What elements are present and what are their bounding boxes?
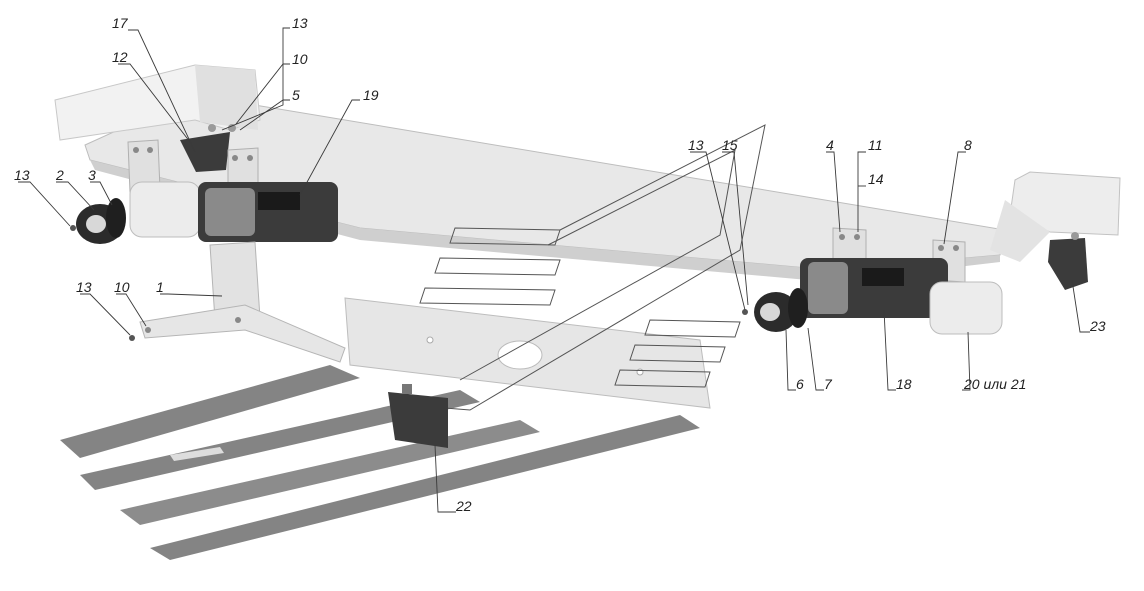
callout-10-lower: 10 [114,279,130,295]
callout-10-top: 10 [292,51,308,67]
callout-20-or-21: 20 или 21 [963,376,1026,392]
left-support-bracket [129,241,346,363]
callout-3: 3 [88,167,96,183]
callout-22: 22 [455,498,472,514]
left-side-lamp [129,181,338,242]
right-marker-lamp [929,281,1003,335]
watermark-logo [419,124,766,411]
left-reflector [70,198,126,244]
left-plates [127,139,259,193]
callout-5: 5 [292,87,300,103]
callout-13-lower: 13 [76,279,92,295]
callout-4: 4 [826,137,834,153]
callout-14: 14 [868,171,884,187]
callout-18: 18 [896,376,912,392]
callout-13-left: 13 [14,167,30,183]
right-reflector [742,288,808,332]
callout-1: 1 [156,279,164,295]
callout-13-mid: 13 [688,137,704,153]
lower-rail [344,297,711,409]
leader-lines [18,27,1090,513]
right-side-lamp [800,258,948,318]
callout-19: 19 [363,87,379,103]
callout-6: 6 [796,376,804,392]
callout-15: 15 [722,137,738,153]
callout-23: 23 [1089,318,1106,334]
callout-7: 7 [824,376,833,392]
callout-labels: 17 12 13 10 5 19 13 2 3 13 10 1 13 15 4 … [14,15,1106,514]
callout-17: 17 [112,15,129,31]
rear-lamp [388,384,448,448]
callout-8: 8 [964,137,972,153]
callout-11: 11 [868,137,883,153]
callout-12: 12 [112,49,128,65]
left-mount-clamp [180,124,236,172]
callout-13-top: 13 [292,15,308,31]
callout-2: 2 [55,167,64,183]
right-end-clamp [1048,232,1088,290]
